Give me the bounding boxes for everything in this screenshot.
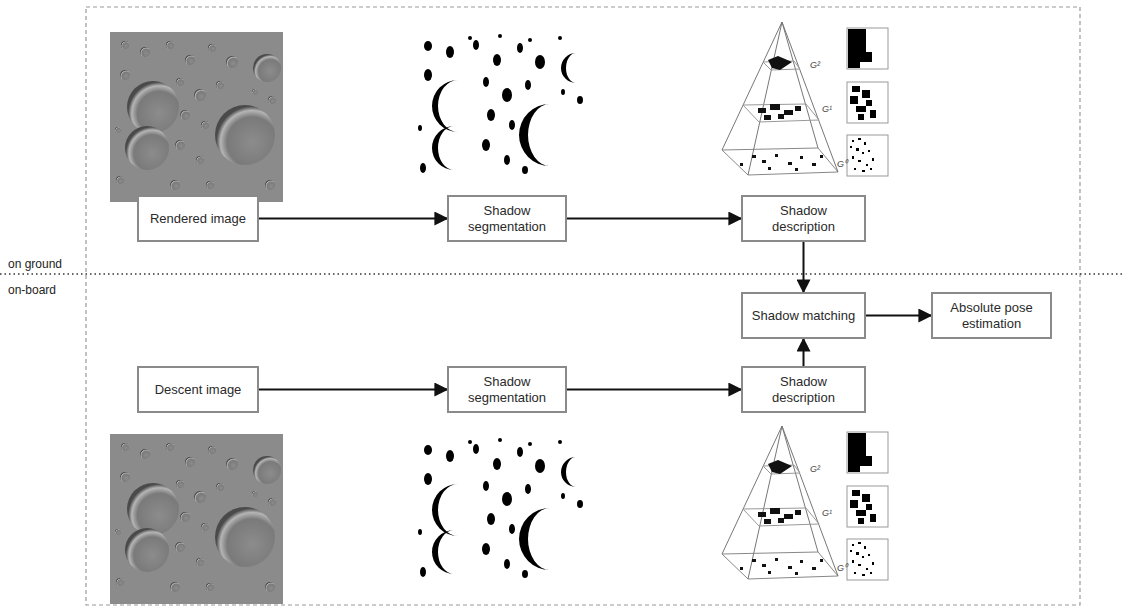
level-label: G⁰ bbox=[837, 157, 847, 170]
shadow-mask bbox=[418, 34, 583, 174]
box-label: Absolute pose estimation bbox=[939, 300, 1044, 332]
flow-arrow bbox=[259, 389, 447, 391]
process-box: Rendered image bbox=[137, 195, 259, 242]
box-label: Shadow description bbox=[749, 203, 858, 235]
box-label: Shadow description bbox=[749, 374, 858, 406]
box-label: Shadow segmentation bbox=[455, 374, 559, 406]
descriptor-pyramid bbox=[722, 426, 888, 580]
process-box: Shadow matching bbox=[741, 292, 866, 339]
level-label: G² bbox=[810, 464, 820, 474]
ground-board-divider bbox=[0, 273, 1124, 275]
descriptor-pyramid bbox=[722, 22, 888, 176]
flow-arrow bbox=[866, 315, 931, 317]
flow-arrow bbox=[567, 218, 741, 220]
box-label: Shadow segmentation bbox=[455, 203, 559, 235]
process-box: Shadow description bbox=[741, 366, 866, 413]
descent-terrain bbox=[110, 434, 283, 604]
process-box: Descent image bbox=[137, 366, 259, 413]
process-box: Shadow segmentation bbox=[447, 366, 567, 413]
rendered-terrain bbox=[110, 32, 283, 202]
box-label: Descent image bbox=[155, 382, 242, 398]
side-label: on-board bbox=[8, 283, 56, 297]
process-box: Shadow segmentation bbox=[447, 195, 567, 242]
process-box: Absolute pose estimation bbox=[931, 292, 1052, 339]
box-label: Shadow matching bbox=[752, 308, 855, 324]
boundary-frame bbox=[86, 7, 1080, 605]
level-label: G² bbox=[810, 60, 820, 70]
level-label: G¹ bbox=[822, 104, 832, 114]
flow-arrow bbox=[803, 242, 805, 292]
flow-arrow bbox=[803, 339, 805, 366]
process-box: Shadow description bbox=[741, 195, 866, 242]
level-label: G¹ bbox=[822, 508, 832, 518]
shadow-mask bbox=[418, 438, 583, 578]
level-label: G⁰ bbox=[837, 561, 847, 574]
flow-arrow bbox=[567, 389, 741, 391]
flow-arrow bbox=[259, 218, 447, 220]
box-label: Rendered image bbox=[150, 211, 246, 227]
side-label: on ground bbox=[8, 257, 62, 271]
